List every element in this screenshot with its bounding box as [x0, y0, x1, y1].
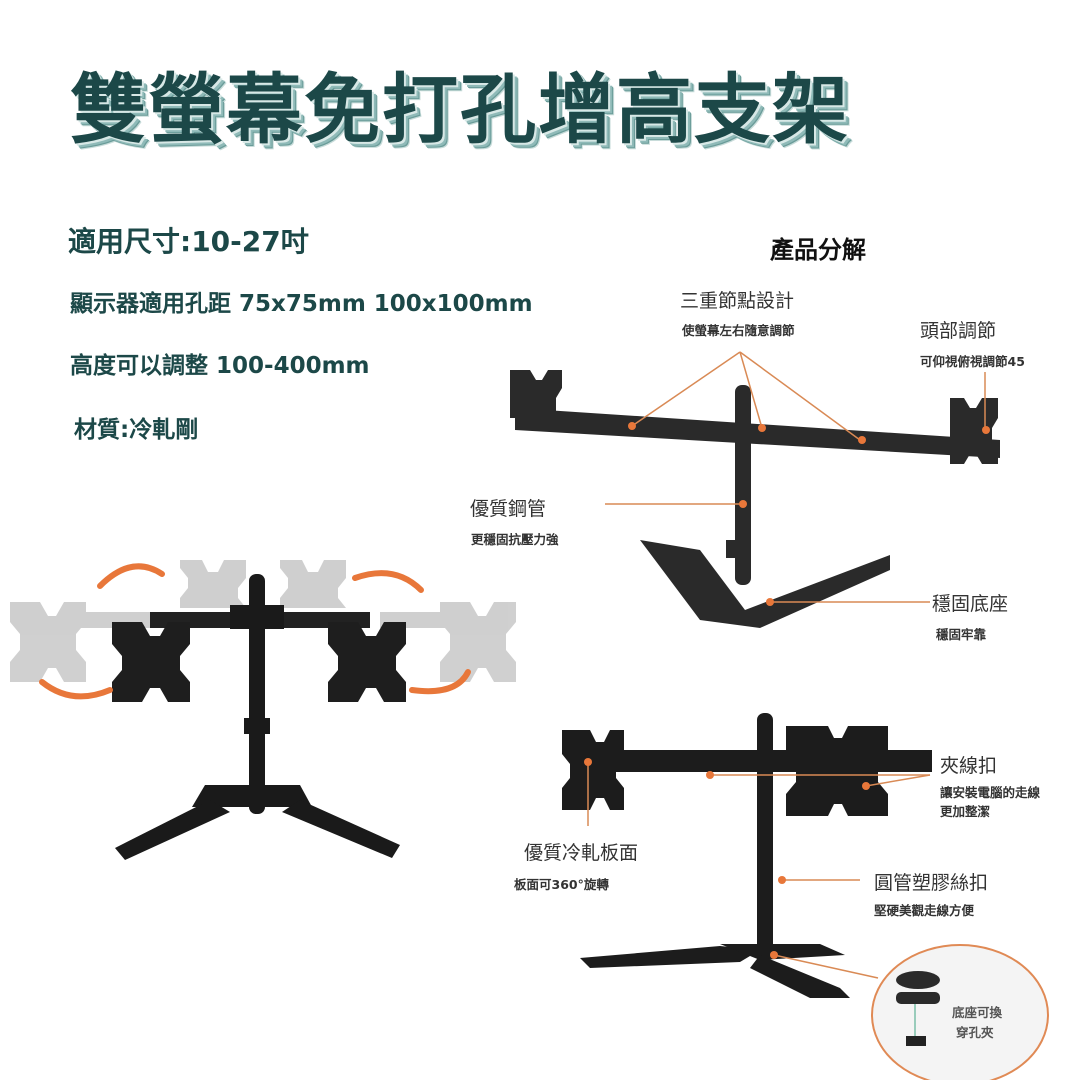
- spec-material: 材質:冷軋剛: [74, 417, 199, 443]
- detail-callout-dots: [584, 758, 870, 959]
- callout-head-adjust-title: 頭部調節: [920, 320, 997, 342]
- spec-vesa: 顯示器適用孔距 75x75mm 100x100mm: [70, 291, 533, 317]
- callout-cable-clip-title: 夾線扣: [940, 755, 998, 777]
- inset-label-line1: 底座可換: [952, 1005, 1003, 1020]
- page-title: 雙螢幕免打孔增高支架: [70, 65, 850, 154]
- breakdown-callout-dots: [628, 422, 990, 606]
- callout-stable-base-sub: 穩固牢靠: [936, 627, 987, 642]
- callout-pipe-thread-sub: 堅硬美觀走線方便: [874, 903, 975, 918]
- pole-and-base: [115, 574, 400, 860]
- callout-triple-joint-title: 三重節點設計: [680, 290, 795, 312]
- ghost-monitor-plates: [10, 560, 516, 682]
- breakdown-heading: 產品分解: [770, 236, 866, 264]
- callout-head-adjust-sub: 可仰視俯視調節45: [920, 354, 1025, 369]
- callout-plate-title: 優質冷軋板面: [524, 842, 639, 864]
- callout-steel-pipe-sub: 更穩固抗壓力強: [471, 532, 559, 547]
- monitor-plate-left: [112, 622, 190, 702]
- detail-callout-lines: [587, 762, 931, 979]
- callout-cable-clip-sub2: 更加整潔: [940, 804, 991, 819]
- callout-pipe-thread-title: 圓管塑膠絲扣: [874, 872, 989, 894]
- spec-height: 高度可以調整 100-400mm: [70, 353, 370, 379]
- inset-label-line2: 穿孔夾: [956, 1025, 994, 1040]
- rotation-arrows: [39, 563, 471, 700]
- spec-size: 適用尺寸:10-27吋: [68, 225, 309, 258]
- callout-steel-pipe-title: 優質鋼管: [470, 498, 547, 520]
- callout-cable-clip-sub1: 讓安裝電腦的走線: [940, 785, 1041, 800]
- breakdown-arm: [510, 370, 1000, 628]
- base-inset-circle: [871, 944, 1049, 1080]
- callout-plate-sub: 板面可360°旋轉: [514, 877, 609, 892]
- breakdown-callout-lines: [605, 351, 986, 603]
- callout-stable-base-title: 穩固底座: [932, 593, 1009, 615]
- monitor-plate-right: [328, 622, 406, 702]
- detail-stand: [562, 713, 932, 998]
- callout-triple-joint-sub: 使螢幕左右隨意調節: [682, 323, 795, 338]
